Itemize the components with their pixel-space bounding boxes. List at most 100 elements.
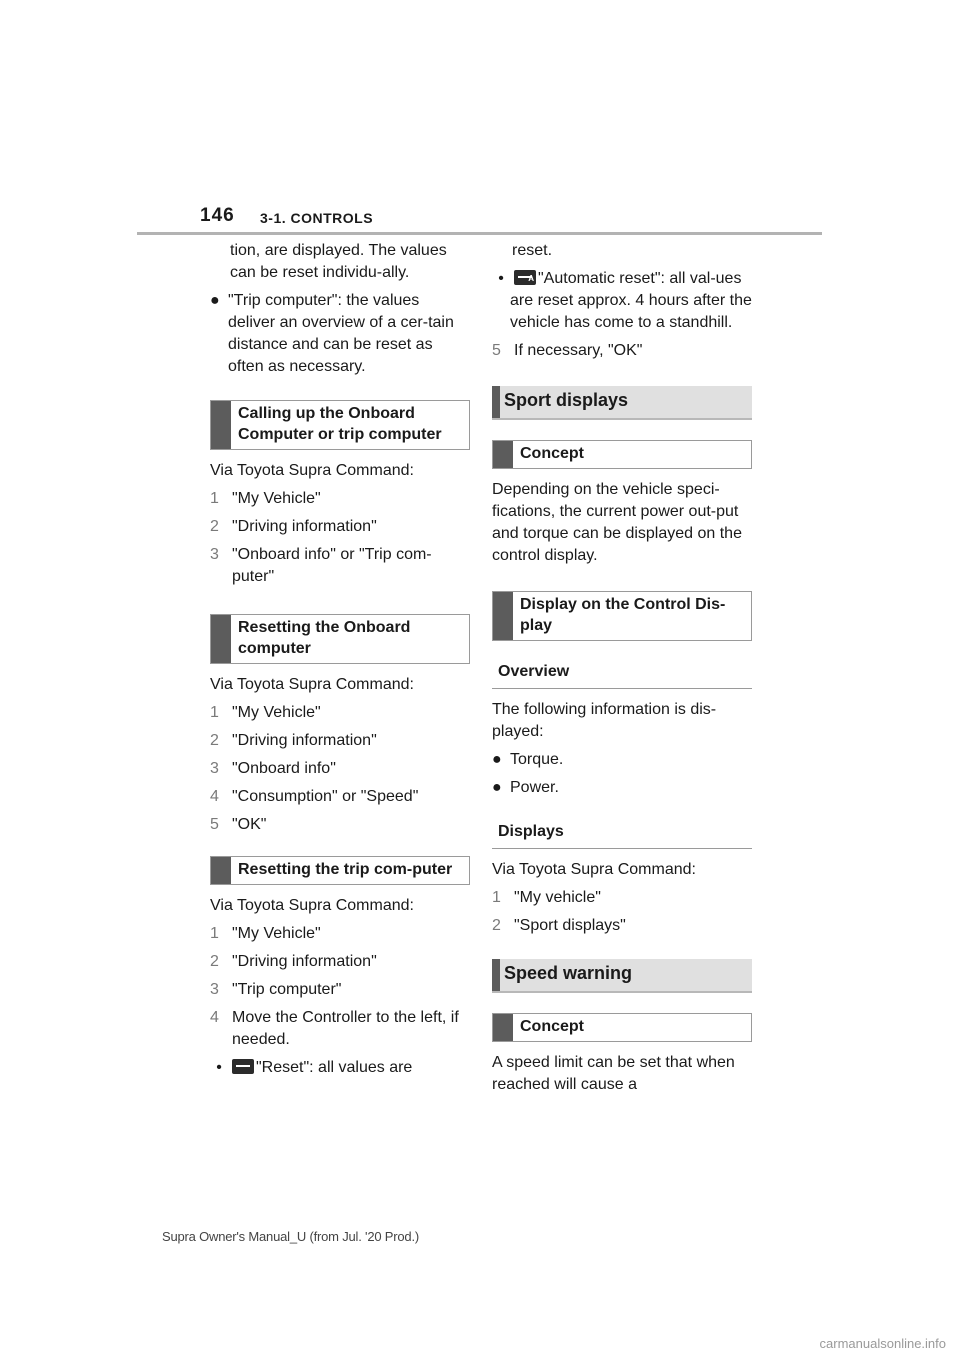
via-command: Via Toyota Supra Command: (210, 462, 414, 479)
step-row: 3 "Trip computer" (210, 979, 470, 1001)
step-text: "Trip computer" (232, 981, 342, 998)
step-row: 5 "OK" (210, 814, 470, 836)
step-number: 4 (210, 788, 219, 805)
heading-bar (493, 441, 513, 468)
step-number: 2 (210, 732, 219, 749)
concept-text: Depending on the vehicle speci-fications… (492, 481, 742, 564)
step-row: 3 "Onboard info" (210, 758, 470, 780)
heading-bar (211, 857, 231, 884)
step-row: 2 "Driving information" (210, 516, 470, 538)
page-header: 146 3-1. CONTROLS (200, 205, 822, 235)
step-number: 3 (210, 760, 219, 777)
reset-trip-heading: Resetting the trip com-puter (210, 856, 470, 885)
step-number: 1 (210, 490, 219, 507)
heading-bar (211, 401, 231, 449)
heading-text: Speed warning (504, 963, 633, 983)
reset-bullet: • "Reset": all values are (210, 1057, 470, 1079)
step-text: "My Vehicle" (232, 925, 321, 942)
step-number: 3 (210, 981, 219, 998)
list-dot-icon: • (498, 270, 504, 287)
heading-bar (492, 386, 500, 418)
calling-up-heading: Calling up the Onboard Computer or trip … (210, 400, 470, 450)
step-text: "Driving information" (232, 732, 377, 749)
list-dot-icon: • (216, 1059, 222, 1076)
step-row: 1"My Vehicle" (210, 702, 470, 724)
bullet-icon: ● (492, 751, 502, 768)
step-text: Move the Controller to the left, if need… (232, 1009, 459, 1048)
watermark: carmanualsonline.info (819, 1336, 946, 1351)
step-text: If necessary, "OK" (514, 342, 643, 359)
via-command: Via Toyota Supra Command: (492, 861, 696, 878)
step-text: "OK" (232, 816, 267, 833)
step-number: 5 (492, 342, 501, 359)
section-title: 3-1. CONTROLS (260, 210, 374, 226)
page-number: 146 (200, 205, 235, 226)
step-text: "My Vehicle" (232, 490, 321, 507)
trip-computer-bullet: ● "Trip computer": the values deliver an… (210, 290, 470, 378)
heading-bar (211, 615, 231, 663)
heading-text: Display on the Control Dis-play (520, 596, 726, 634)
step-text: "Driving information" (232, 953, 377, 970)
intro-text: tion, are displayed. The values can be r… (230, 242, 447, 281)
left-column: tion, are displayed. The values can be r… (210, 240, 470, 1085)
bullet-icon: ● (492, 779, 502, 796)
heading-text: Concept (520, 1018, 584, 1035)
sport-displays-heading: Sport displays (492, 386, 752, 420)
step-row: 2 "Driving information" (210, 730, 470, 752)
reset-onboard-steps: 1"My Vehicle" 2 "Driving information" 3 "Onb… (210, 702, 470, 836)
step-text: "My vehicle" (514, 889, 601, 906)
step-row: 2"Sport displays" (492, 915, 752, 937)
reset-trip-steps: 1"My Vehicle" 2 "Driving information" 3 "Tri… (210, 923, 470, 1051)
speed-concept-heading: Concept (492, 1013, 752, 1042)
step-row: 4 Move the Controller to the left, if nee… (210, 1007, 470, 1051)
step-row: 4"Consumption" or "Speed" (210, 786, 470, 808)
step-text: "Driving information" (232, 518, 377, 535)
step-number: 2 (210, 518, 219, 535)
heading-bar (493, 1014, 513, 1041)
heading-text: Concept (520, 445, 584, 462)
reset-icon (232, 1059, 254, 1074)
overview-text: The following information is dis-played: (492, 701, 717, 740)
overview-heading: Overview (492, 661, 752, 689)
step-row: 1"My Vehicle" (210, 923, 470, 945)
heading-text: Resetting the Onboard computer (238, 619, 411, 657)
step-row: 2 "Driving information" (210, 951, 470, 973)
step-number: 5 (210, 816, 219, 833)
header-rule (137, 232, 822, 235)
concept-heading: Concept (492, 440, 752, 469)
reset-bullet-text: "Reset": all values are (256, 1059, 413, 1076)
heading-bar (493, 592, 513, 640)
calling-steps: 1 "My Vehicle" 2 "Driving information" 3"Onb… (210, 488, 470, 588)
heading-text: Calling up the Onboard Computer or trip … (238, 405, 442, 443)
reset-continuation: reset. (512, 242, 553, 259)
speed-concept-text: A speed limit can be set that when reach… (492, 1054, 735, 1093)
heading-text: Sport displays (504, 390, 629, 410)
displays-steps: 1 "My vehicle" 2"Sport displays" (492, 887, 752, 937)
step-row: 1 "My vehicle" (492, 887, 752, 909)
via-command: Via Toyota Supra Command: (210, 897, 414, 914)
list-item: ● Power. (492, 777, 752, 799)
step-number: 1 (492, 889, 501, 906)
step-number: 4 (210, 1009, 219, 1026)
heading-bar (492, 959, 500, 991)
automatic-reset-text: "Automatic reset": all val-ues are reset… (510, 270, 752, 331)
overview-items: ● Torque. ● Power. (492, 749, 752, 799)
list-item: ● Torque. (492, 749, 752, 771)
right-column: reset. • "Automatic reset": all val-ues … (492, 240, 752, 1102)
step-row: 3"Onboard info" or "Trip com-puter" (210, 544, 470, 588)
via-command: Via Toyota Supra Command: (210, 676, 414, 693)
list-item-text: Power. (510, 779, 559, 796)
step-number: 2 (210, 953, 219, 970)
automatic-reset-icon (514, 268, 536, 290)
step-text: "Sport displays" (514, 917, 626, 934)
page-footer: Supra Owner's Manual_U (from Jul. '20 Pr… (162, 1229, 419, 1244)
bullet-text: "Trip computer": the values deliver an o… (228, 292, 454, 375)
bullet-icon: ● (210, 292, 220, 309)
heading-text: Resetting the trip com-puter (238, 861, 453, 878)
step-text: "Onboard info" (232, 760, 336, 777)
step-row: 1 "My Vehicle" (210, 488, 470, 510)
step-row: 5 If necessary, "OK" (492, 340, 752, 362)
step-text: "My Vehicle" (232, 704, 321, 721)
list-item-text: Torque. (510, 751, 564, 768)
automatic-reset-bullet: • "Automatic reset": all val-ues are res… (492, 268, 752, 334)
